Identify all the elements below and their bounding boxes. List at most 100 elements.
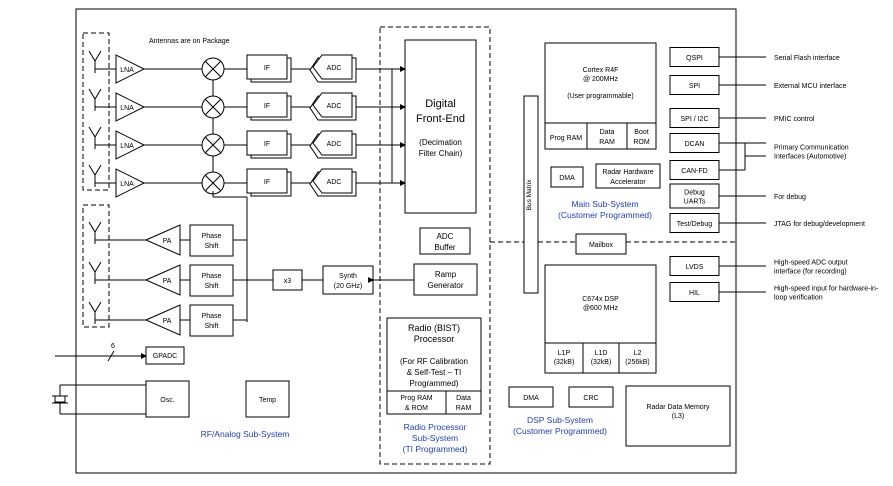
dsp-subsys-title-1: DSP Sub-System <box>527 415 593 425</box>
interface-description: Serial Flash interface <box>774 55 840 62</box>
gpadc-label: GPADC <box>153 353 177 360</box>
dfe-title-2: Front-End <box>416 113 465 125</box>
phase-shifter <box>189 304 234 337</box>
bist-data-ram-2: RAM <box>456 405 472 412</box>
interface-description: Primary Communication <box>774 145 849 152</box>
radar-mem-1: Radar Data Memory <box>646 404 710 411</box>
dsp-dma-label: DMA <box>523 395 539 402</box>
if-label: IF <box>264 65 270 72</box>
bist-title-2: Processor <box>414 334 455 344</box>
dsp-dma <box>508 386 554 408</box>
if-label: IF <box>264 141 270 148</box>
cortex-r4f-block <box>544 42 657 150</box>
rx-antenna-wire <box>94 106 116 111</box>
interface-label: QSPI <box>686 55 703 62</box>
synth-label: Synth <box>339 273 357 280</box>
interface-label: DCAN <box>685 141 705 148</box>
radar-data-memory <box>625 385 731 447</box>
adc-converter <box>312 92 353 118</box>
bist-desc-2: & Self-Test – TI <box>407 368 462 377</box>
dfe-sub-2: Filter Chain) <box>419 149 463 158</box>
bist-desc-1: (For RF Calibration <box>400 357 468 366</box>
bist-processor <box>386 317 482 415</box>
pa-label: PA <box>163 278 172 285</box>
phase-shifter <box>189 224 234 257</box>
interface-label: UARTs <box>684 199 706 206</box>
oscillator-label: Osc. <box>160 397 174 404</box>
radio-title-1: Radio Processor <box>404 422 467 432</box>
rx-antenna-group <box>82 32 110 191</box>
pa-label: PA <box>163 318 172 325</box>
crc-block <box>568 386 614 408</box>
oscillator-block <box>145 380 190 418</box>
synth-freq: (20 GHz) <box>334 283 362 290</box>
mixer-cross <box>204 174 222 192</box>
dsp-l2-2: (256kB) <box>625 359 650 366</box>
adc-label: ADC <box>327 65 342 72</box>
cortex-data-ram-1: Data <box>600 129 615 136</box>
interface-description: External MCU interface <box>774 83 846 90</box>
dsp-l1d-1: L1D <box>595 350 608 357</box>
antenna-note: Antennas are on Package <box>149 38 230 45</box>
dsp-subsys-title-2: (Customer Programmed) <box>513 426 607 436</box>
dfe-title-1: Digital <box>425 98 456 110</box>
bus-slash <box>107 350 115 362</box>
cortex-boot-rom-1: Boot <box>634 129 648 136</box>
lna-amplifier <box>115 92 146 122</box>
main-title-1: Main Sub-System <box>571 199 638 209</box>
dsp-title-1: C674x DSP <box>582 296 619 303</box>
temp-sensor-block <box>245 380 290 418</box>
cortex-title-2: @ 200MHz <box>583 76 619 83</box>
ramp-generator <box>413 263 478 296</box>
interface-label: LVDS <box>686 264 704 271</box>
adc-converter <box>312 54 353 80</box>
synth-block <box>322 265 374 295</box>
cortex-title-1: Cortex R4F <box>583 67 619 74</box>
interface-label: Debug <box>684 190 705 197</box>
if-label: IF <box>264 179 270 186</box>
mixer-cross <box>204 60 222 78</box>
interface-description: High-speed ADC output <box>774 260 848 267</box>
crc-label: CRC <box>583 395 598 402</box>
radio-processor-subsystem <box>379 26 491 465</box>
cortex-note: (User programmable) <box>567 93 634 100</box>
lna-label: LNA <box>120 105 134 112</box>
dsp-core-block <box>544 264 657 374</box>
interface-description: JTAG for debug/development <box>774 221 865 228</box>
x3-label: x3 <box>284 278 292 285</box>
phase-shift-label-2: Shift <box>204 243 218 250</box>
interface-block <box>669 183 720 209</box>
dsp-l2-1: L2 <box>634 350 642 357</box>
cortex-boot-rom-2: ROM <box>633 139 650 146</box>
temp-label: Temp <box>259 397 276 404</box>
ramp-1: Ramp <box>435 270 457 279</box>
bist-data-ram-1: Data <box>456 395 471 402</box>
radio-title-3: (TI Programmed) <box>403 444 468 454</box>
gpadc-bus-count: 6 <box>111 343 115 350</box>
lna-label: LNA <box>120 181 134 188</box>
main-dma <box>550 166 584 188</box>
ramp-2: Generator <box>427 281 463 290</box>
digital-front-end <box>404 39 477 214</box>
dsp-title-2: @600 MHz <box>583 305 619 312</box>
bus-matrix <box>523 95 539 294</box>
interface-label: HIL <box>689 290 700 297</box>
interface-description: loop verification <box>774 295 823 302</box>
interface-description: interface (for recording) <box>774 269 847 276</box>
phase-shift-label-2: Shift <box>204 323 218 330</box>
bist-desc-3: Programmed) <box>410 379 459 388</box>
mailbox <box>575 233 627 255</box>
main-title-2: (Customer Programmed) <box>558 210 652 220</box>
dfe-sub-1: (Decimation <box>419 138 462 147</box>
pa-output-wire <box>94 279 146 284</box>
lna-label: LNA <box>120 67 134 74</box>
pa-output-wire <box>94 239 146 244</box>
bist-prog-ram-2: & ROM <box>405 405 428 412</box>
bus-matrix-label: Bus Matrix <box>526 179 533 210</box>
adc-label: ADC <box>327 141 342 148</box>
radar-mem-2: (L3) <box>672 413 684 420</box>
